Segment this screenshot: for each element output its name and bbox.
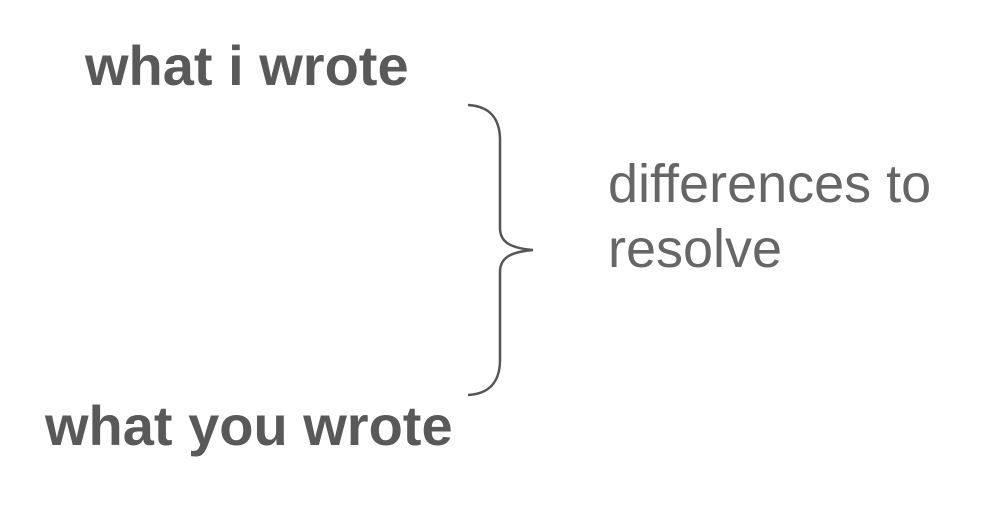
curly-brace-path: [467, 103, 534, 397]
curly-brace: [467, 103, 534, 397]
top-label: what i wrote: [85, 34, 409, 97]
bottom-label: what you wrote: [45, 394, 453, 457]
annotation-text: differences to resolve: [608, 154, 932, 279]
